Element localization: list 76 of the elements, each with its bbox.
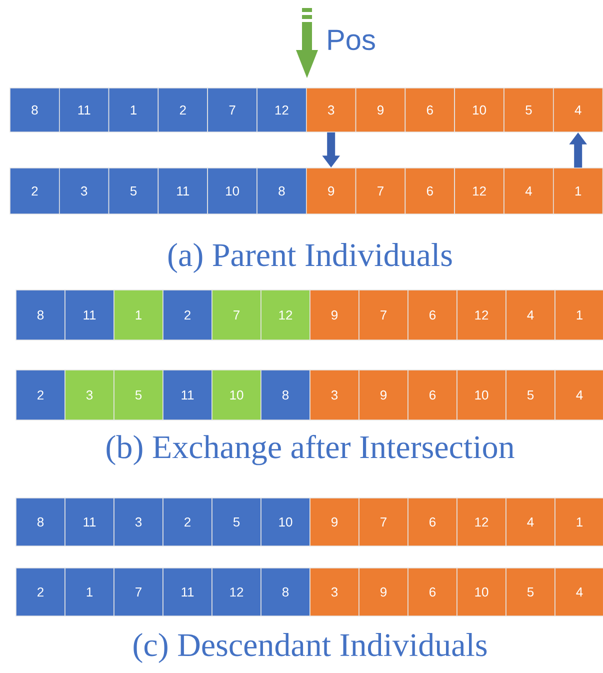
number-cell: 2 <box>162 498 212 546</box>
number-cell: 7 <box>358 290 408 340</box>
number-cell: 7 <box>355 168 406 214</box>
number-cell: 11 <box>59 88 110 132</box>
number-cell: 12 <box>454 168 504 214</box>
number-cell: 12 <box>260 290 310 340</box>
number-cell: 6 <box>408 370 458 420</box>
number-cell: 4 <box>554 568 603 616</box>
number-cell: 11 <box>158 168 208 214</box>
number-cell: 9 <box>358 568 408 616</box>
number-cell: 9 <box>306 168 356 214</box>
number-cell: 8 <box>10 88 60 132</box>
number-cell: 10 <box>456 370 506 420</box>
number-cell: 5 <box>212 498 262 546</box>
number-cell: 4 <box>506 498 556 546</box>
number-cell: 5 <box>506 568 556 616</box>
number-cell: 5 <box>504 88 554 132</box>
number-cell: 9 <box>310 498 360 546</box>
number-cell: 5 <box>506 370 556 420</box>
number-cell: 8 <box>16 498 66 546</box>
number-cell: 10 <box>260 498 310 546</box>
number-cell: 6 <box>408 568 458 616</box>
number-cell: 3 <box>306 88 356 132</box>
number-cell: 10 <box>212 370 262 420</box>
number-cell: 7 <box>207 88 258 132</box>
number-cell: 9 <box>358 370 408 420</box>
number-cell: 1 <box>554 290 603 340</box>
number-cell: 3 <box>59 168 110 214</box>
number-cell: 3 <box>310 370 360 420</box>
number-cell: 2 <box>10 168 60 214</box>
number-cell: 1 <box>114 290 164 340</box>
number-cell: 6 <box>404 168 455 214</box>
number-cell: 4 <box>554 370 603 420</box>
number-cell: 3 <box>64 370 114 420</box>
number-cell: 4 <box>553 88 603 132</box>
number-cell: 1 <box>554 498 603 546</box>
number-cell: 6 <box>408 498 458 546</box>
number-cell: 10 <box>454 88 504 132</box>
number-cell: 7 <box>358 498 408 546</box>
number-cell: 8 <box>260 568 310 616</box>
number-cell: 5 <box>114 370 164 420</box>
number-cell: 1 <box>64 568 114 616</box>
number-cell: 11 <box>162 568 212 616</box>
number-cell: 2 <box>158 88 208 132</box>
position-label: Pos <box>328 30 375 50</box>
panel-caption: (b) Exchange after Intersection <box>106 434 514 466</box>
number-cell: 12 <box>212 568 262 616</box>
number-cell: 11 <box>64 290 114 340</box>
number-cell: 7 <box>212 290 262 340</box>
number-cell: 5 <box>108 168 159 214</box>
number-cell: 1 <box>108 88 159 132</box>
number-cell: 8 <box>256 168 307 214</box>
number-cell: 4 <box>506 290 556 340</box>
number-cell: 8 <box>260 370 310 420</box>
number-cell: 3 <box>114 498 164 546</box>
number-cell: 9 <box>355 88 406 132</box>
panel-caption: (c) Descendant Individuals <box>134 633 487 663</box>
number-cell: 10 <box>456 568 506 616</box>
panel-caption: (a) Parent Individuals <box>168 243 452 273</box>
number-cell: 11 <box>64 498 114 546</box>
number-cell: 8 <box>16 290 66 340</box>
number-cell: 2 <box>16 568 66 616</box>
number-cell: 7 <box>114 568 164 616</box>
number-cell: 12 <box>256 88 307 132</box>
number-cell: 12 <box>456 498 506 546</box>
number-cell: 1 <box>553 168 603 214</box>
number-cell: 9 <box>310 290 360 340</box>
number-cell: 4 <box>504 168 554 214</box>
number-cell: 3 <box>310 568 360 616</box>
number-cell: 6 <box>408 290 458 340</box>
number-cell: 6 <box>404 88 455 132</box>
number-cell: 10 <box>207 168 258 214</box>
number-cell: 2 <box>162 290 212 340</box>
number-cell: 12 <box>456 290 506 340</box>
number-cell: 2 <box>16 370 66 420</box>
number-cell: 11 <box>162 370 212 420</box>
